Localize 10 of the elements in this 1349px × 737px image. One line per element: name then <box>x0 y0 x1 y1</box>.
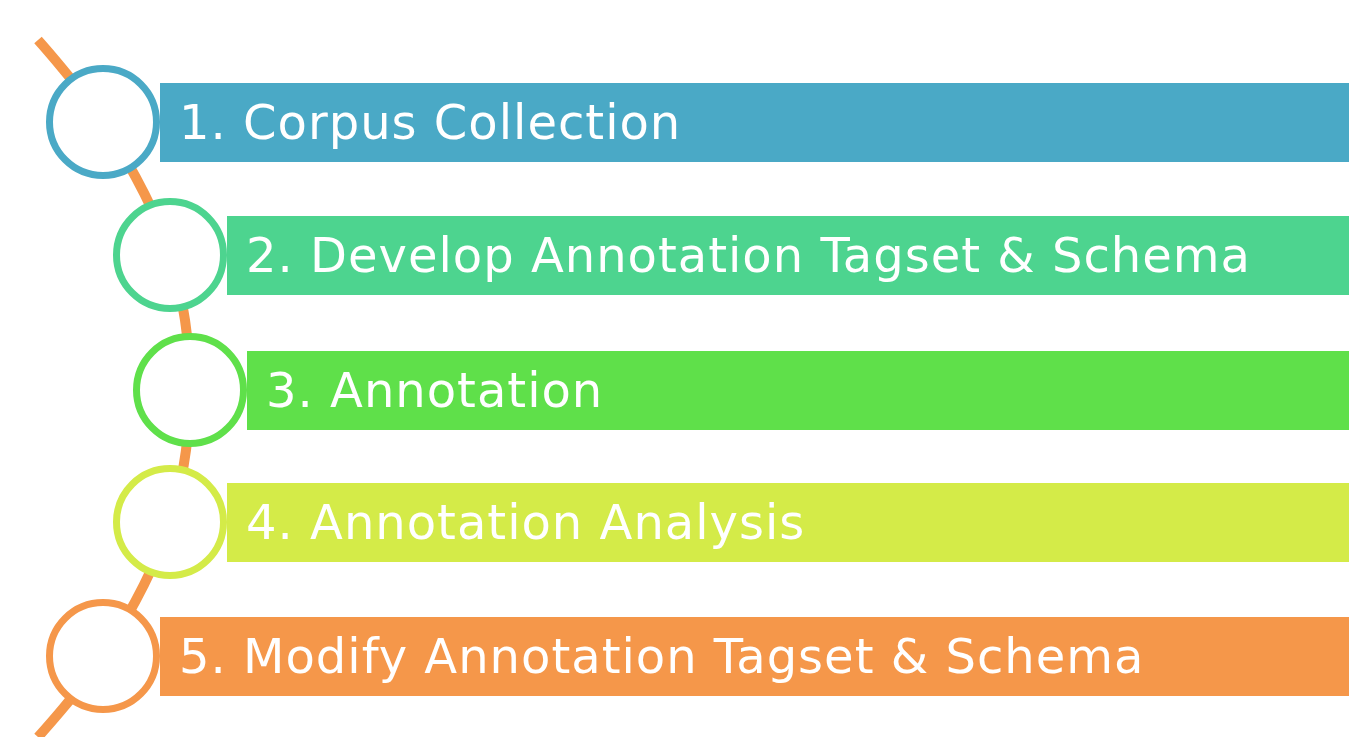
step-label: 4. Annotation Analysis <box>246 493 806 552</box>
step-band <box>227 216 1349 295</box>
step-label: 2. Develop Annotation Tagset & Schema <box>246 226 1251 285</box>
step-band <box>160 617 1349 696</box>
step-label: 1. Corpus Collection <box>179 93 682 152</box>
step-band <box>247 351 1349 430</box>
step-label: 5. Modify Annotation Tagset & Schema <box>179 627 1145 686</box>
step-band <box>160 83 1349 162</box>
step-label: 3. Annotation <box>266 361 604 420</box>
step-band <box>227 483 1349 562</box>
